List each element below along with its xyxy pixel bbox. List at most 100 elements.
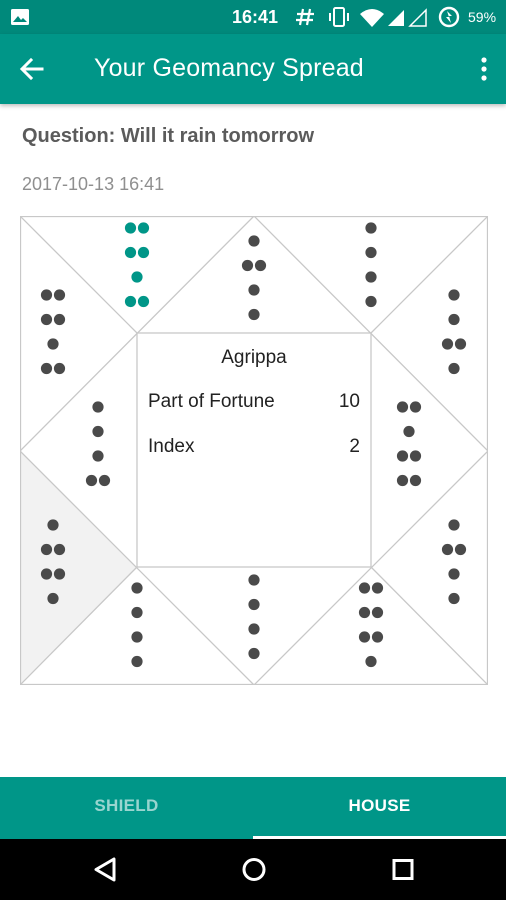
figure-dot bbox=[137, 295, 150, 308]
timestamp: 2017-10-13 16:41 bbox=[22, 174, 165, 194]
figure-dot bbox=[371, 582, 384, 594]
figure-dot bbox=[448, 313, 460, 326]
house-2-figure[interactable] bbox=[85, 401, 111, 487]
tab-bar: SHIELD HOUSE bbox=[0, 777, 506, 839]
figure-dot bbox=[40, 362, 53, 375]
vibrate-icon bbox=[329, 7, 349, 27]
figure-layer bbox=[40, 222, 467, 668]
figure-dot bbox=[409, 401, 422, 413]
figure-dot bbox=[137, 222, 150, 234]
figure-dot bbox=[131, 271, 143, 283]
house-10-figure[interactable] bbox=[365, 222, 377, 308]
house-1-figure[interactable] bbox=[40, 289, 66, 375]
figure-dot bbox=[396, 450, 409, 462]
house-5-figure[interactable] bbox=[248, 574, 260, 660]
house-11-figure[interactable] bbox=[241, 235, 267, 321]
figure-dot bbox=[53, 543, 66, 556]
figure-dot bbox=[248, 308, 260, 321]
figure-dot bbox=[365, 222, 377, 234]
figure-dot bbox=[441, 543, 454, 556]
figure-name: Agrippa bbox=[221, 347, 287, 368]
house-7-figure[interactable] bbox=[441, 519, 467, 605]
figure-dot bbox=[254, 259, 267, 272]
house-9-figure[interactable] bbox=[441, 289, 467, 375]
figure-dot bbox=[358, 631, 371, 643]
figure-dot bbox=[92, 425, 104, 438]
app-bar: Your Geomancy Spread bbox=[0, 34, 506, 104]
house-6-figure[interactable] bbox=[358, 582, 384, 668]
more-vert-icon[interactable] bbox=[472, 55, 496, 83]
index-value: 2 bbox=[349, 436, 360, 457]
figure-dot bbox=[53, 289, 66, 301]
figure-info-panel: Agrippa Part of Fortune 10 Index 2 bbox=[137, 333, 371, 567]
figure-dot bbox=[454, 338, 467, 350]
figure-dot bbox=[448, 519, 460, 531]
wifi-icon bbox=[360, 9, 384, 27]
status-time: 16:41 bbox=[232, 7, 279, 27]
figure-dot bbox=[124, 246, 137, 259]
part-of-fortune-label: Part of Fortune bbox=[148, 391, 275, 412]
figure-dot bbox=[365, 655, 377, 668]
gallery-icon bbox=[11, 9, 29, 25]
part-of-fortune-value: 10 bbox=[338, 391, 360, 412]
tab-shield[interactable]: SHIELD bbox=[94, 796, 159, 815]
figure-dot bbox=[40, 568, 53, 580]
data-saver-icon bbox=[438, 6, 460, 28]
figure-dot bbox=[365, 271, 377, 283]
status-icons bbox=[296, 6, 460, 28]
battery-percent: 59% bbox=[468, 9, 497, 25]
figure-dot bbox=[365, 246, 377, 259]
house-3-shade bbox=[20, 451, 137, 684]
back-triangle-icon[interactable] bbox=[90, 839, 120, 900]
house-8-figure[interactable] bbox=[396, 401, 422, 487]
figure-dot bbox=[47, 338, 59, 350]
figure-dot bbox=[248, 284, 260, 296]
page-title: Your Geomancy Spread bbox=[94, 54, 364, 82]
figure-dot bbox=[131, 606, 143, 619]
figure-dot bbox=[53, 362, 66, 375]
signal-icon bbox=[388, 10, 404, 26]
figure-dot bbox=[124, 295, 137, 308]
arrow-left-icon[interactable] bbox=[18, 55, 46, 83]
figure-dot bbox=[92, 401, 104, 413]
figure-dot bbox=[47, 592, 59, 605]
figure-dot bbox=[358, 582, 371, 594]
figure-dot bbox=[448, 592, 460, 605]
figure-dot bbox=[40, 289, 53, 301]
house-12-figure[interactable] bbox=[124, 222, 150, 308]
house-4-figure[interactable] bbox=[131, 582, 143, 668]
figure-dot bbox=[131, 655, 143, 668]
figure-dot bbox=[371, 631, 384, 643]
figure-dot bbox=[403, 425, 415, 438]
figure-dot bbox=[131, 631, 143, 643]
figure-dot bbox=[358, 606, 371, 619]
figure-dot bbox=[124, 222, 137, 234]
figure-dot bbox=[85, 474, 98, 487]
signal-empty-icon bbox=[408, 8, 427, 27]
figure-dot bbox=[131, 582, 143, 594]
figure-dot bbox=[365, 295, 377, 308]
figure-dot bbox=[248, 574, 260, 586]
house-chart bbox=[20, 216, 488, 685]
figure-dot bbox=[448, 568, 460, 580]
figure-dot bbox=[248, 647, 260, 660]
home-circle-icon[interactable] bbox=[239, 839, 269, 900]
figure-dot bbox=[40, 313, 53, 326]
index-label: Index bbox=[148, 436, 195, 457]
figure-dot bbox=[98, 474, 111, 487]
figure-dot bbox=[248, 598, 260, 611]
house-3-figure[interactable] bbox=[40, 519, 66, 605]
figure-dot bbox=[92, 450, 104, 462]
hash-icon bbox=[296, 8, 314, 26]
figure-dot bbox=[441, 338, 454, 350]
tab-house[interactable]: HOUSE bbox=[253, 777, 506, 839]
figure-dot bbox=[409, 474, 422, 487]
figure-dot bbox=[40, 543, 53, 556]
figure-dot bbox=[47, 519, 59, 531]
status-bar: 16:41 59% bbox=[0, 0, 506, 34]
question-text: Question: Will it rain tomorrow bbox=[22, 125, 315, 147]
figure-dot bbox=[371, 606, 384, 619]
figure-dot bbox=[137, 246, 150, 259]
recents-square-icon[interactable] bbox=[388, 839, 418, 900]
figure-dot bbox=[396, 474, 409, 487]
